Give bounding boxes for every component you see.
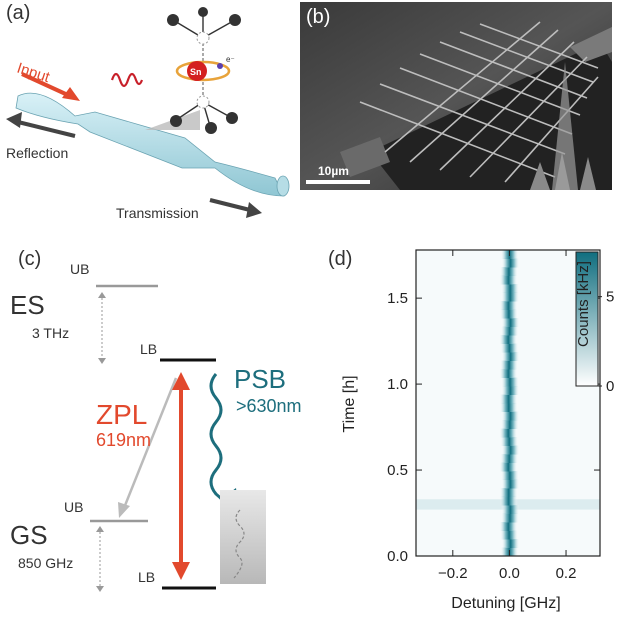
colorbar — [575, 251, 599, 387]
x-tick-label: 0.0 — [499, 565, 520, 582]
emission-line-segment — [499, 462, 518, 472]
emission-line-segment — [500, 513, 520, 523]
electron-label: e⁻ — [226, 55, 235, 64]
emission-line-segment — [499, 301, 518, 310]
emission-line-segment — [500, 471, 519, 480]
scalebar-label: 10µm — [318, 164, 349, 178]
es-ub-label: UB — [70, 261, 89, 277]
es-splitting: 3 THz — [32, 325, 69, 341]
emission-line-segment — [500, 326, 519, 336]
emission-line-segment — [500, 437, 519, 446]
emission-line-segment — [501, 284, 520, 293]
gs-ub-label: UB — [64, 499, 83, 515]
zpl-wavelength: 619nm — [96, 430, 151, 450]
emission-line-segment — [499, 496, 518, 506]
y-axis-label: Time [h] — [341, 375, 358, 432]
photon-icon — [110, 72, 144, 88]
emission-line-segment — [501, 292, 520, 302]
emission-line-segment — [499, 522, 518, 531]
input-label: Input — [15, 60, 53, 87]
y-tick-label: 0.5 — [387, 462, 408, 479]
emission-line-segment — [500, 530, 519, 540]
gs-lb-label: LB — [138, 569, 155, 585]
plot-frame — [415, 249, 601, 557]
emission-line-segment — [501, 318, 520, 327]
y-tick-label: 0.0 — [387, 548, 408, 565]
emission-line-segment — [501, 479, 520, 489]
sn-label: Sn — [190, 67, 202, 77]
emission-line-segment — [499, 369, 518, 378]
emission-line-segment — [500, 377, 520, 387]
panel-d-label: (d) — [328, 248, 353, 270]
emission-line-segment — [501, 411, 520, 421]
psb-wavelength: >630nm — [236, 396, 302, 416]
emission-line-segment — [499, 267, 518, 276]
panel-b-label: (b) — [306, 6, 331, 28]
emission-line-segment — [499, 428, 518, 438]
emission-line-segment — [499, 394, 518, 404]
x-tick-label: −0.2 — [438, 565, 468, 582]
emission-line-segment — [500, 343, 519, 353]
panel-a-label: (a) — [6, 2, 31, 24]
emission-line-segment — [500, 420, 519, 429]
emission-line-segment — [501, 505, 520, 514]
colorbar-tick-label: 0 — [606, 378, 614, 395]
y-tick-label: 1.5 — [387, 290, 408, 307]
reflection-label: Reflection — [6, 145, 68, 161]
psb-label: PSB — [234, 364, 286, 394]
energy-level-diagram: ES GS UB LB UB LB 3 THz 850 GHz ZPL 619n… — [10, 261, 302, 592]
emission-line-segment — [501, 352, 520, 361]
es-lb-label: LB — [140, 341, 157, 357]
emission-line-segment — [499, 488, 518, 497]
emission-line-segment — [499, 309, 518, 319]
sem-image: 10µm — [300, 2, 612, 190]
emission-line-segment — [501, 258, 520, 268]
gs-splitting: 850 GHz — [18, 555, 73, 571]
es-label: ES — [10, 290, 45, 320]
emission-line-segment — [499, 335, 518, 344]
x-axis-label: Detuning [GHz] — [451, 595, 560, 612]
emission-line-segment — [501, 445, 520, 455]
zpl-label: ZPL — [96, 399, 147, 430]
waveguide-illustration: Input Reflection Transmission Sn e⁻ — [6, 7, 290, 221]
colorbar-tick-label: 5 — [606, 289, 614, 306]
emission-line-segment — [500, 360, 519, 370]
panel-c-label: (c) — [18, 248, 42, 270]
scale-bar — [306, 180, 370, 184]
colorbar-label: Counts [kHz] — [575, 261, 592, 347]
emission-line-segment — [500, 454, 519, 463]
emission-line-segment — [501, 539, 520, 548]
emission-line-segment — [499, 275, 518, 285]
emission-line-segment — [501, 386, 520, 395]
emission-line-segment — [499, 403, 518, 412]
sn-vacancy-molecule — [167, 7, 241, 134]
x-tick-label: 0.2 — [556, 565, 577, 582]
y-tick-label: 1.0 — [387, 376, 408, 393]
transmission-label: Transmission — [116, 205, 199, 221]
gs-label: GS — [10, 520, 48, 550]
